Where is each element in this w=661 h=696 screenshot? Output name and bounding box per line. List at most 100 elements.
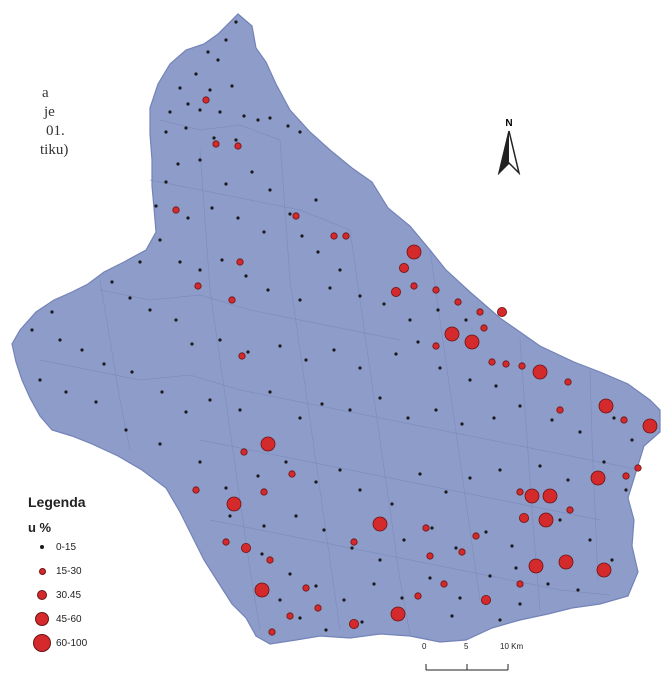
legend-symbol [28, 590, 56, 600]
legend-symbol [28, 612, 56, 626]
map-symbol [528, 558, 544, 574]
map-point [198, 108, 202, 112]
map-point [256, 118, 260, 122]
map-point [450, 614, 454, 618]
legend-unit: u % [28, 520, 52, 535]
map-symbol [226, 496, 242, 512]
legend-symbol [28, 567, 56, 575]
legend-item: 30.45 [28, 583, 87, 607]
map-point [130, 370, 134, 374]
map-point [220, 258, 224, 262]
map-point [298, 130, 302, 134]
map-point [624, 488, 628, 492]
legend-dot-icon [35, 612, 49, 626]
map-point [38, 378, 42, 382]
title-line-4: tiku) [40, 142, 69, 158]
map-symbol [342, 232, 350, 240]
map-point [262, 230, 266, 234]
scale-bar: 0 5 10 Km [420, 642, 530, 678]
map-point [64, 390, 68, 394]
map-symbol [642, 418, 658, 434]
map-point [138, 260, 142, 264]
map-point [212, 136, 216, 140]
north-arrow-icon [497, 130, 521, 176]
map-point [406, 416, 410, 420]
map-point [350, 546, 354, 550]
map-point [94, 400, 98, 404]
map-point [158, 442, 162, 446]
legend-title: Legenda [28, 494, 86, 510]
map-symbol [496, 306, 507, 317]
map-point [224, 38, 228, 42]
map-point [454, 546, 458, 550]
map-point [80, 348, 84, 352]
map-point [578, 430, 582, 434]
map-symbol [238, 352, 246, 360]
scale-label-10: 10 Km [500, 642, 524, 651]
map-symbol [432, 342, 440, 350]
map-symbol [524, 488, 540, 504]
legend-label: 60-100 [56, 637, 88, 649]
map-point [498, 618, 502, 622]
map-symbol [480, 595, 491, 606]
map-symbol [222, 538, 230, 546]
map-point [328, 286, 332, 290]
map-point [558, 518, 562, 522]
map-symbol [286, 612, 294, 620]
map-point [576, 588, 580, 592]
map-symbol [350, 538, 358, 546]
map-point [168, 110, 172, 114]
map-point [324, 628, 328, 632]
map-point [238, 408, 242, 412]
map-symbol [414, 592, 422, 600]
map-point [494, 384, 498, 388]
map-point [268, 390, 272, 394]
map-symbol [454, 298, 462, 306]
map-symbol [558, 554, 574, 570]
map-point [228, 514, 232, 518]
map-point [430, 526, 434, 530]
legend-dot-icon [40, 545, 44, 549]
map-symbol [502, 360, 510, 368]
map-point [194, 72, 198, 76]
map-point [436, 308, 440, 312]
map-point [224, 182, 228, 186]
map-symbol [268, 628, 276, 636]
map-symbol [398, 262, 409, 273]
map-symbol [620, 416, 628, 424]
map-symbol [260, 436, 276, 452]
title-line-2: je [44, 104, 55, 120]
map-point [224, 486, 228, 490]
map-point [358, 366, 362, 370]
map-symbol [480, 324, 488, 332]
map-point [266, 288, 270, 292]
region-outline [11, 13, 661, 645]
map-point [434, 408, 438, 412]
map-point [304, 358, 308, 362]
title-line-1: a [42, 85, 49, 101]
north-label: N [505, 118, 513, 129]
map-point [332, 348, 336, 352]
map-point [268, 188, 272, 192]
map-symbol [634, 464, 642, 472]
map-point [518, 404, 522, 408]
legend-label: 30.45 [56, 589, 82, 601]
map-symbol [194, 282, 202, 290]
map-point [158, 238, 162, 242]
map-symbol [444, 326, 460, 342]
map-symbol [372, 516, 388, 532]
legend-item: 45-60 [28, 607, 87, 631]
map-point [298, 298, 302, 302]
map-point [378, 396, 382, 400]
map-symbol [538, 512, 554, 528]
map-symbol [266, 556, 274, 564]
district-borders [39, 119, 641, 636]
map-point [408, 318, 412, 322]
map-point [198, 158, 202, 162]
legend-label: 0-15 [56, 541, 77, 553]
map-symbol [464, 334, 480, 350]
map-point [300, 234, 304, 238]
map-point [390, 502, 394, 506]
map-symbol [410, 282, 418, 290]
map-point [186, 102, 190, 106]
